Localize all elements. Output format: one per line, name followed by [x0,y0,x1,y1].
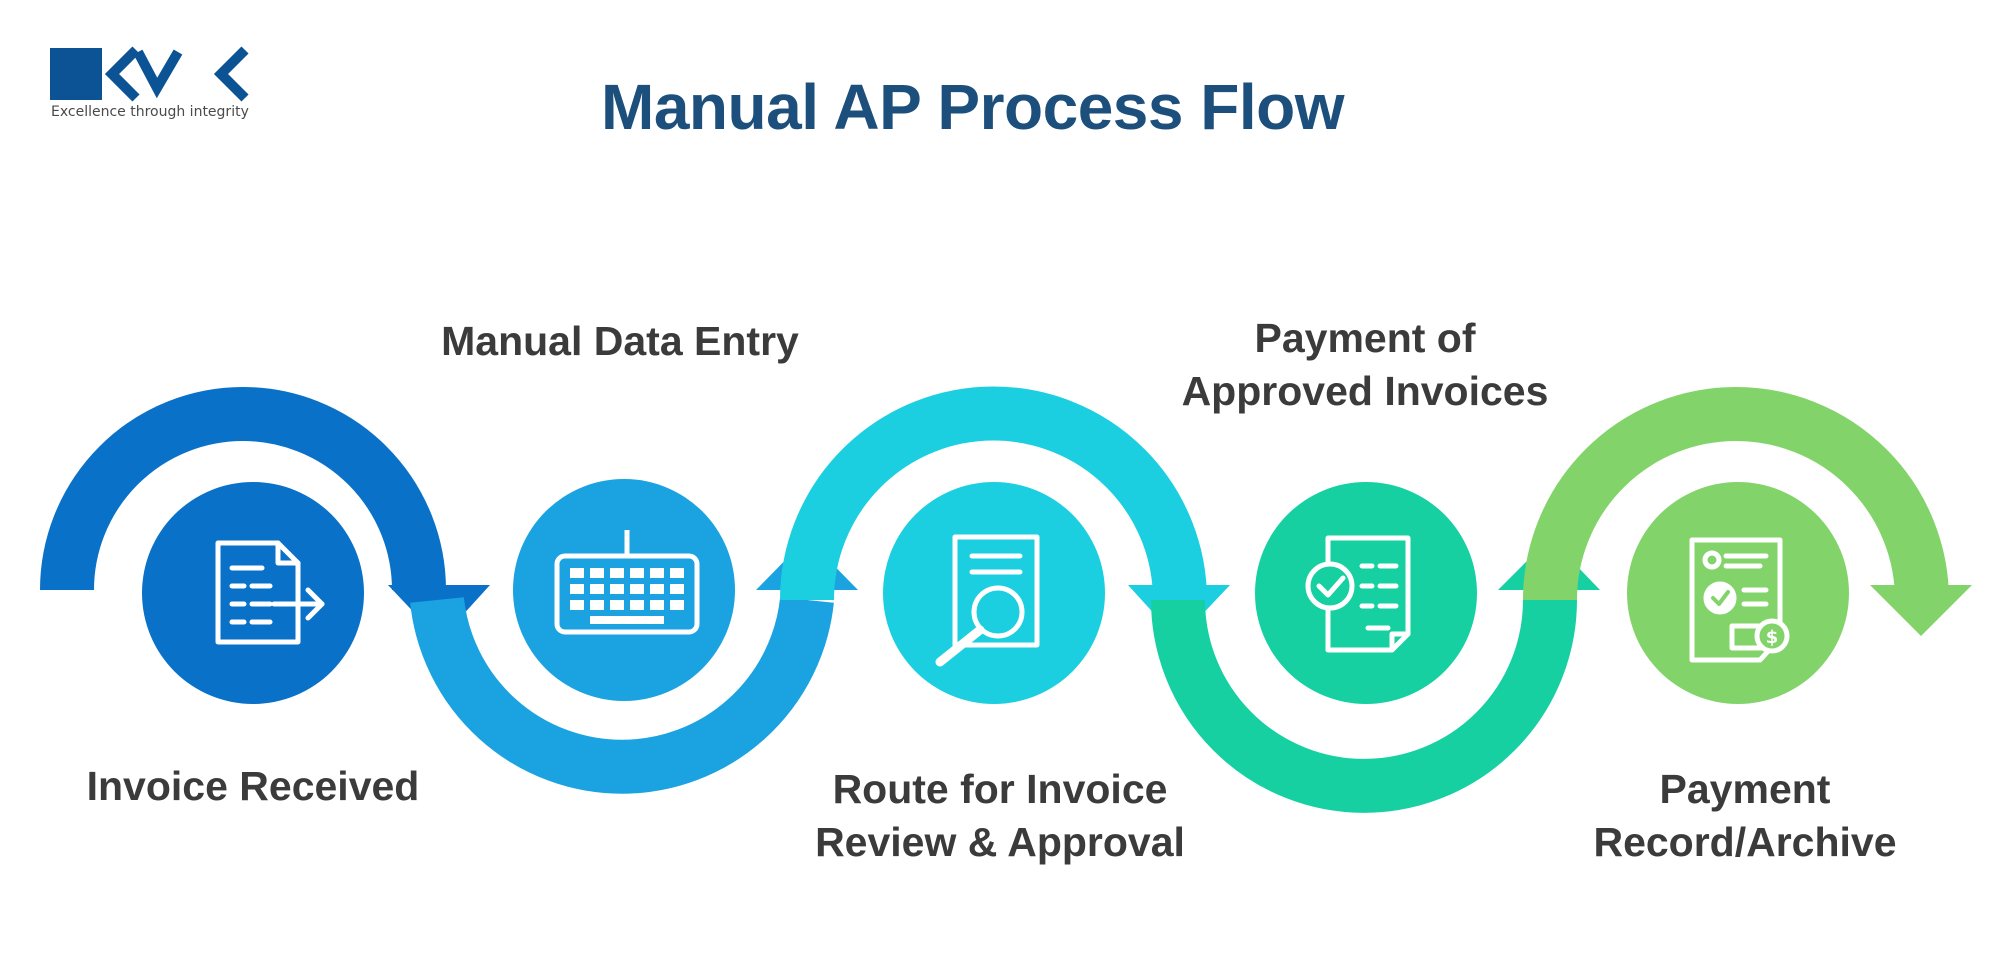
step-5-label-line-1: Payment [1659,766,1831,812]
step-circle-5 [1627,482,1849,704]
flow-arc-4 [1151,599,1577,813]
flow-arc-2 [410,596,834,794]
flow-arc-1 [40,387,446,591]
step-5-label-line-2: Record/Archive [1593,819,1897,865]
document-search-icon [935,534,1040,667]
step-4-label-line-2: Approved Invoices [1181,368,1549,414]
step-label-payment-record-archive: Payment Record/Archive [1545,763,1945,869]
brand-logo: Excellence through integrity [50,46,260,126]
step-3-label-line-2: Review & Approval [815,819,1185,865]
step-1-label-line-1: Invoice Received [86,763,420,809]
flow-arrow-5 [1870,585,1972,636]
kmk-logo-mark [50,46,249,102]
payment-record-icon: $ [1689,537,1790,663]
step-label-route-review-approval: Route for Invoice Review & Approval [800,763,1200,869]
logo-tagline: Excellence through integrity [51,104,249,120]
step-circle-3 [883,482,1105,704]
step-label-manual-data-entry: Manual Data Entry [420,315,820,368]
flow-arc-5 [1523,387,1949,601]
page-title: Manual AP Process Flow [601,71,1345,143]
step-label-invoice-received: Invoice Received [53,760,453,813]
step-4-label-line-1: Payment of [1254,315,1476,361]
invoice-transfer-icon [215,540,325,645]
step-circle-4 [1255,482,1477,704]
svg-text:$: $ [1766,627,1779,648]
step-2-label-line-1: Manual Data Entry [441,318,799,364]
keyboard-icon [554,530,700,635]
step-3-label-line-1: Route for Invoice [832,766,1168,812]
step-circle-1 [142,482,364,704]
approved-document-icon [1305,535,1411,653]
step-label-payment-approved: Payment of Approved Invoices [1165,312,1565,418]
flow-arc-3 [780,386,1207,601]
